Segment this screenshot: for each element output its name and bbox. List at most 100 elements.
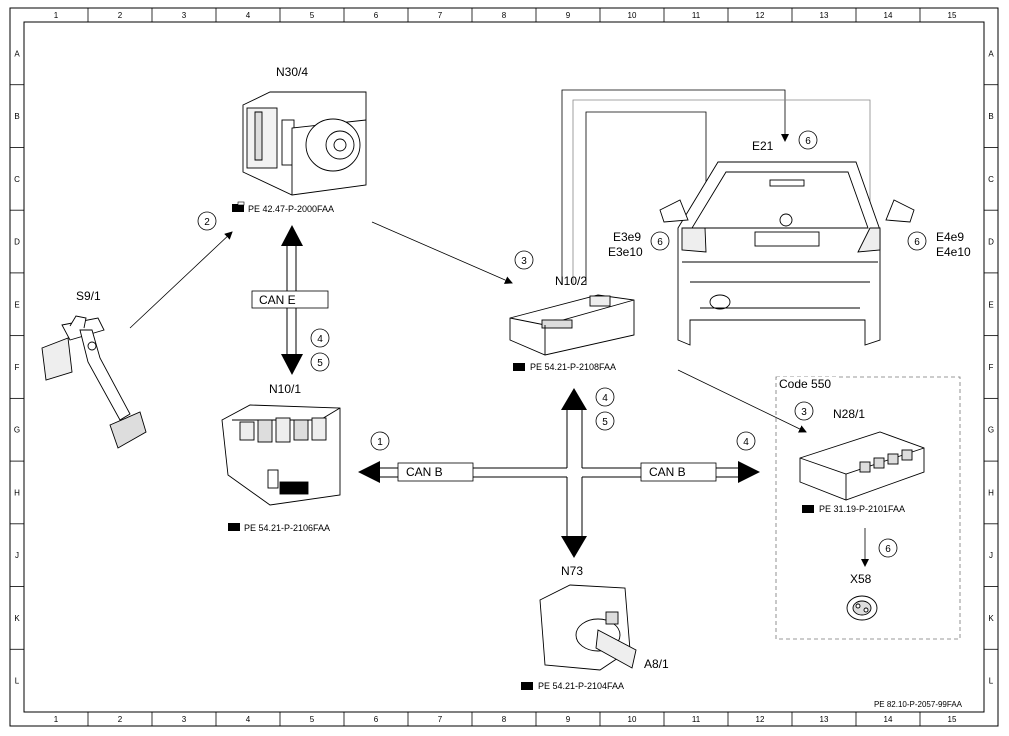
x58-socket: X58 bbox=[846, 572, 878, 621]
step-marker-1: 1 bbox=[377, 437, 383, 448]
signal-lines bbox=[129, 89, 871, 567]
grid-column-label: 1 bbox=[54, 11, 59, 20]
step-marker-circle bbox=[310, 352, 330, 372]
n73-unit: N73 A8/1 PE 54.21-P-2104FAA bbox=[521, 564, 669, 691]
grid-row-label: C bbox=[14, 175, 20, 184]
right-lamp-label-1: E4e9 bbox=[936, 230, 964, 244]
n10-2-ref: PE 54.21-P-2108FAA bbox=[530, 362, 616, 372]
grid-column-label: 10 bbox=[628, 715, 637, 724]
n10-2-unit: N10/2 PE 54.21-P-2108FAA bbox=[509, 274, 635, 372]
step-marker-2: 2 bbox=[204, 217, 210, 228]
step-marker-numbers: 2 3 4 5 1 4 5 4 6 6 6 3 6 bbox=[204, 136, 920, 555]
manual-ref-icon bbox=[228, 523, 240, 531]
n28-1-unit: N28/1 PE 31.19-P-2101FAA bbox=[799, 407, 925, 514]
left-lamp-label-1: E3e9 bbox=[613, 230, 641, 244]
grid-column-label: 9 bbox=[566, 715, 571, 724]
code-box-label: Code 550 bbox=[779, 377, 831, 391]
step-marker-3: 3 bbox=[521, 256, 527, 267]
step-marker-5: 5 bbox=[317, 358, 323, 369]
step-marker-circle bbox=[310, 328, 330, 348]
grid-column-label: 7 bbox=[438, 11, 443, 20]
grid-column-label: 5 bbox=[310, 11, 315, 20]
step-marker-4: 4 bbox=[743, 437, 749, 448]
grid-column-label: 11 bbox=[692, 11, 701, 20]
n10-1-ref: PE 54.21-P-2106FAA bbox=[244, 523, 330, 533]
manual-ref-icon bbox=[802, 505, 814, 513]
grid-row-label: A bbox=[988, 49, 994, 58]
step-marker-circle bbox=[595, 411, 615, 431]
step-marker-circle bbox=[595, 387, 615, 407]
step-markers bbox=[197, 130, 927, 558]
step-marker-circle bbox=[650, 231, 670, 251]
grid-column-label: 4 bbox=[246, 11, 251, 20]
grid-column-label: 7 bbox=[438, 715, 443, 724]
grid-row-label: H bbox=[988, 488, 994, 497]
grid-row-label: B bbox=[14, 112, 19, 121]
step-marker-4: 4 bbox=[317, 334, 323, 345]
grid-column-label: 9 bbox=[566, 11, 571, 20]
grid-column-label: 11 bbox=[692, 715, 701, 724]
grid-column-label: 4 bbox=[246, 715, 251, 724]
x58-label: X58 bbox=[850, 572, 872, 586]
can-b-bus: CAN B CAN B bbox=[358, 388, 760, 558]
n10-1-label: N10/1 bbox=[269, 382, 301, 396]
grid-row-label: K bbox=[14, 614, 20, 623]
grid-column-label: 10 bbox=[628, 11, 637, 20]
step-marker-circle bbox=[514, 250, 534, 270]
step-marker-6: 6 bbox=[657, 237, 663, 248]
step-marker-circle bbox=[794, 401, 814, 421]
grid-row-label: E bbox=[988, 300, 993, 309]
s9-1-pedal: S9/1 bbox=[41, 289, 147, 449]
line-n10-2-to-e21 bbox=[561, 89, 789, 285]
manual-ref-icon bbox=[232, 201, 245, 212]
vehicle-rear-view: E21 E3e9 E3e10 E4e9 E4e10 bbox=[608, 139, 971, 346]
step-marker-circle bbox=[197, 211, 217, 231]
a8-1-label: A8/1 bbox=[644, 657, 669, 671]
grid-row-label: L bbox=[989, 677, 994, 686]
step-marker-5: 5 bbox=[602, 417, 608, 428]
grid-column-label: 13 bbox=[820, 11, 829, 20]
drawing-frame bbox=[9, 7, 999, 727]
step-marker-3: 3 bbox=[801, 407, 807, 418]
manual-ref-icon bbox=[521, 682, 533, 690]
sam-module-illustration bbox=[221, 404, 341, 506]
line-n10-2-to-left-lamp bbox=[585, 111, 710, 285]
grid-column-label: 2 bbox=[118, 715, 123, 724]
code-550-box: Code 550 bbox=[775, 376, 961, 640]
grid-column-label: 5 bbox=[310, 715, 315, 724]
step-marker-6: 6 bbox=[885, 544, 891, 555]
grid-row-label: J bbox=[989, 551, 993, 560]
grid-row-label: E bbox=[14, 300, 19, 309]
can-b-left-label: CAN B bbox=[406, 465, 443, 479]
grid-column-label: 1 bbox=[54, 715, 59, 724]
grid-row-label: A bbox=[14, 49, 20, 58]
line-s9-to-n30 bbox=[129, 231, 233, 329]
grid-row-label: J bbox=[15, 551, 19, 560]
grid-column-label: 13 bbox=[820, 715, 829, 724]
grid-row-label: F bbox=[989, 363, 994, 372]
grid-row-label: F bbox=[15, 363, 20, 372]
can-e-bus: CAN E bbox=[251, 225, 329, 375]
n30-4-label: N30/4 bbox=[276, 65, 308, 79]
grid-column-label: 3 bbox=[182, 715, 187, 724]
grid-row-label: D bbox=[988, 238, 994, 247]
grid-column-label: 14 bbox=[884, 11, 893, 20]
grid-row-label: G bbox=[988, 426, 994, 435]
step-marker-6: 6 bbox=[805, 136, 811, 147]
n73-label: N73 bbox=[561, 564, 583, 578]
n28-1-ref: PE 31.19-P-2101FAA bbox=[819, 504, 905, 514]
step-marker-circle bbox=[370, 431, 390, 451]
n10-2-label: N10/2 bbox=[555, 274, 587, 288]
step-marker-6: 6 bbox=[914, 237, 920, 248]
car-illustration bbox=[659, 161, 915, 346]
grid-row-label: C bbox=[988, 175, 994, 184]
ignition-switch-illustration bbox=[539, 584, 637, 671]
n30-4-ref: PE 42.47-P-2000FAA bbox=[248, 204, 334, 214]
grid-column-label: 12 bbox=[756, 11, 765, 20]
n10-1-unit: N10/1 PE 54.21-P-2106FAA bbox=[221, 382, 341, 533]
can-b-right-label: CAN B bbox=[649, 465, 686, 479]
